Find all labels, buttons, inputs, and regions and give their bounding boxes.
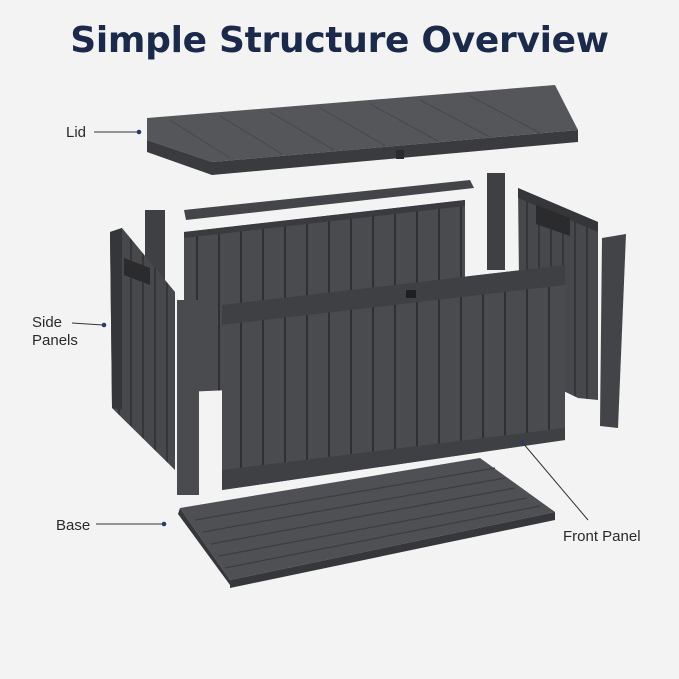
label-side-panels-line2: Panels [32,332,78,349]
leader-lines [71,131,589,525]
base-part [178,458,555,588]
side-panels-leader-line [71,322,104,326]
front-left-post-part [177,300,199,495]
label-lid: Lid [66,124,87,141]
label-front-panel: Front Panel [563,528,641,545]
label-base: Base [56,517,91,534]
lid-part [147,85,578,175]
back-right-post-part [487,173,505,270]
left-side-panel-part [110,228,175,470]
page-title: Simple Structure Overview [70,20,609,61]
front-panel-leader-line [521,441,589,521]
back-rail-part [184,180,474,220]
label-side-panels-line1: Side [32,314,63,331]
leader-dots [101,129,525,527]
far-right-post-part [600,234,626,428]
front-panel-part [222,265,565,490]
